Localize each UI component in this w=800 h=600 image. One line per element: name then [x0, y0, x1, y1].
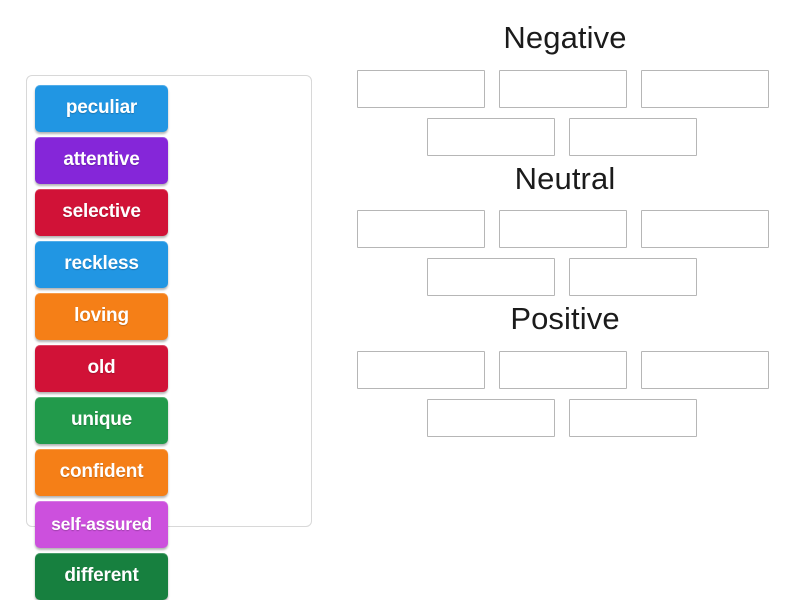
drop-slot[interactable] — [641, 69, 769, 108]
word-tile[interactable]: reckless — [35, 240, 168, 288]
drop-slot[interactable] — [569, 258, 697, 297]
word-tile[interactable]: selective — [35, 188, 168, 236]
category-section: Positive — [345, 301, 785, 437]
word-tile[interactable]: unique — [35, 396, 168, 444]
drop-slot[interactable] — [427, 258, 555, 297]
category-title: Positive — [510, 301, 620, 337]
drop-slot[interactable] — [357, 69, 485, 108]
drop-slot[interactable] — [499, 210, 627, 249]
drop-slot[interactable] — [569, 117, 697, 156]
word-tile[interactable]: peculiar — [35, 84, 168, 132]
word-tile[interactable]: different — [35, 552, 168, 600]
category-title: Neutral — [514, 160, 616, 196]
drop-slot-row — [357, 350, 785, 389]
drop-slot[interactable] — [499, 69, 627, 108]
drop-slot[interactable] — [427, 398, 555, 437]
drop-slot-row — [427, 258, 785, 297]
word-tile[interactable]: old — [35, 344, 168, 392]
word-tile[interactable]: attentive — [35, 136, 168, 184]
drop-slot-row — [357, 69, 785, 108]
drop-slot[interactable] — [499, 350, 627, 389]
drop-slot[interactable] — [357, 350, 485, 389]
drop-slot-row — [427, 398, 785, 437]
drop-slot[interactable] — [569, 398, 697, 437]
word-tile[interactable]: loving — [35, 292, 168, 340]
drop-slot[interactable] — [427, 117, 555, 156]
drop-slot-row — [427, 117, 785, 156]
category-section: Negative — [345, 20, 785, 156]
category-title: Negative — [503, 20, 627, 55]
drop-slot[interactable] — [641, 350, 769, 389]
category-section: Neutral — [345, 161, 785, 297]
drop-slot[interactable] — [357, 210, 485, 249]
drop-slot[interactable] — [641, 210, 769, 249]
drop-slot-row — [357, 210, 785, 249]
word-tile[interactable]: self-assured — [35, 500, 168, 548]
word-tile[interactable]: confident — [35, 448, 168, 496]
